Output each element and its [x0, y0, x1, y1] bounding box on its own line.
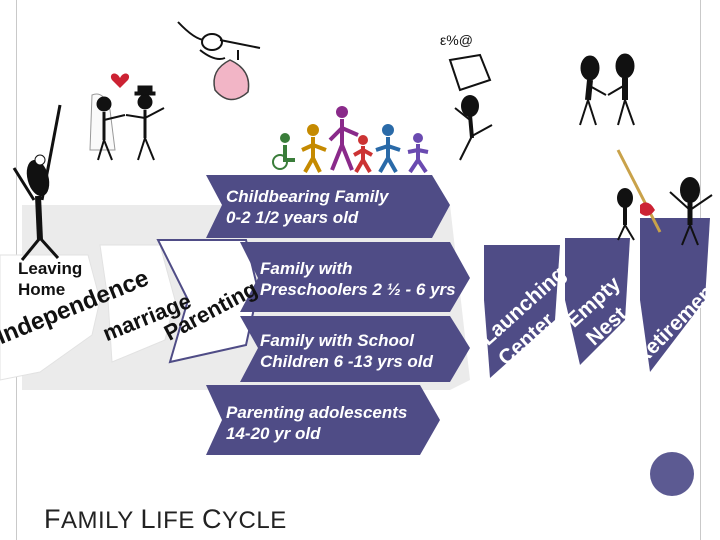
chevron-independence: [0, 254, 101, 381]
stork-figure: [177, 21, 261, 60]
title-cap-c: C: [202, 504, 223, 534]
heart-icon: [110, 73, 130, 88]
shape-launching: [484, 245, 560, 378]
shape-childbearing: [206, 175, 450, 238]
label-childbearing: Childbearing Family 0-2 1/2 years old: [226, 187, 389, 227]
svg-text:ε%@: ε%@: [440, 32, 473, 48]
slide-title: FAMILY LIFE CYCLE: [44, 504, 287, 535]
wedding-couple-figure: [89, 85, 165, 161]
label-leaving-home: Leaving Home: [18, 259, 83, 299]
shape-retirement: [640, 218, 710, 372]
title-rest-ife: IFE: [156, 507, 203, 534]
pointing-man-figure: [12, 104, 62, 261]
retirement-figures: [616, 149, 713, 246]
shape-empty-nest: [565, 238, 630, 365]
label-school-children: Family with School Children 6 -13 yrs ol…: [260, 331, 433, 371]
couple-holding-hands-figure: [579, 53, 635, 126]
title-cap-f: F: [44, 504, 61, 534]
shape-school: [240, 316, 470, 382]
parenting-band: [156, 239, 260, 364]
shape-preschoolers: [240, 242, 470, 312]
label-adolescents: Parenting adolescents 14-20 yr old: [226, 403, 408, 443]
title-cap-l: L: [140, 504, 157, 534]
shape-adolescents: [206, 385, 440, 455]
family-parade-figure: [272, 106, 429, 174]
title-rest-ycle: YCLE: [222, 507, 287, 534]
label-preschoolers: Family with Preschoolers 2 ½ - 6 yrs: [260, 259, 456, 299]
baby-bundle: [213, 59, 250, 101]
title-rest-amily: AMILY: [61, 507, 141, 534]
teen-kicking-box-figure: ε%@: [440, 32, 493, 161]
slide-bullet-dot: [650, 452, 694, 496]
